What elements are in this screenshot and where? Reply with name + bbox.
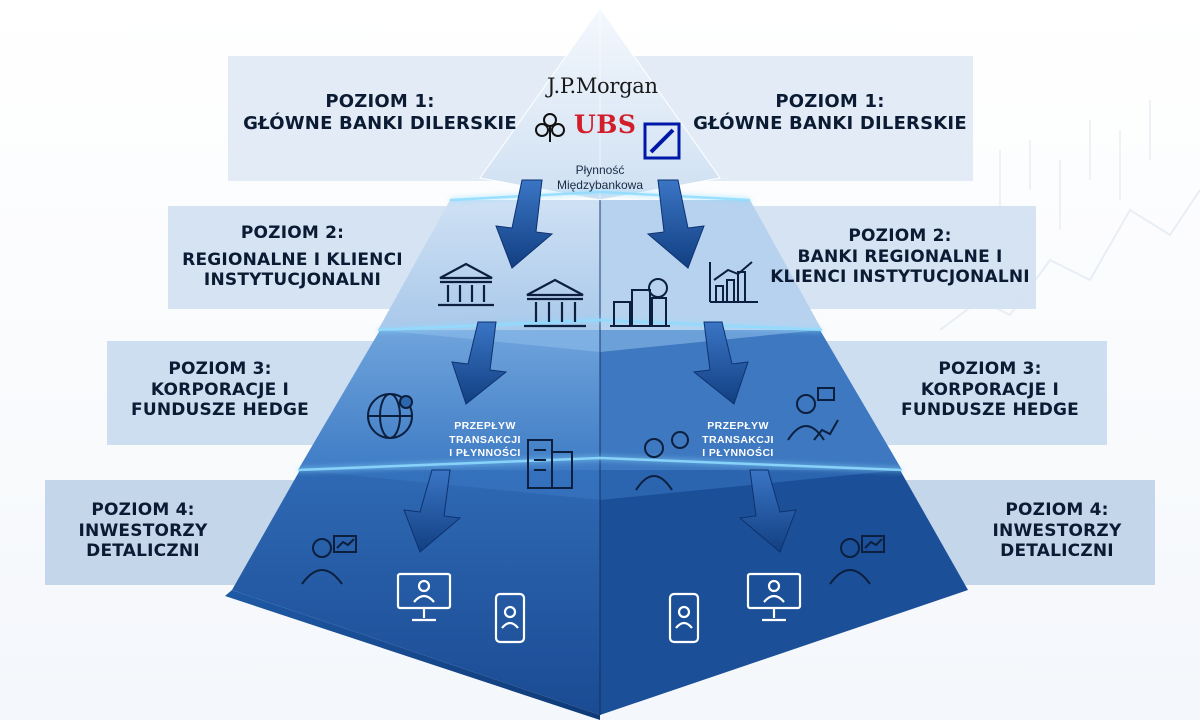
bank-icon	[524, 278, 586, 328]
office-building-icon	[527, 439, 573, 489]
base-front-left	[225, 590, 600, 720]
arrow-l1-right	[646, 179, 705, 269]
trader-chart-icon	[301, 535, 357, 585]
tier4-left	[232, 470, 600, 715]
tier3-left	[298, 330, 600, 470]
mobile-user-icon	[494, 592, 526, 644]
level1-left-label: POZIOM 1: GŁÓWNE BANKI DILERSKIE	[243, 91, 517, 134]
level4-left-label: POZIOM 4: INWESTORZY DETALICZNI	[78, 499, 208, 562]
arrow-l3-right	[738, 469, 797, 553]
flow-label-right: PRZEPŁYW TRANSAKCJI I PŁYNNOŚCI	[702, 420, 774, 460]
level1-right-label: POZIOM 1: GŁÓWNE BANKI DILERSKIE	[693, 91, 967, 134]
arrow-l2-right	[692, 321, 749, 405]
arrow-l1-left	[495, 179, 554, 269]
bank-icon	[438, 262, 494, 307]
deutsche-bank-logo	[643, 122, 681, 160]
city-dollar-icon	[610, 278, 670, 327]
level3-left-label: POZIOM 3: KORPORACJE I FUNDUSZE HEDGE	[131, 358, 309, 421]
desktop-user-icon	[746, 572, 802, 622]
level3-right-label: POZIOM 3: KORPORACJE I FUNDUSZE HEDGE	[901, 358, 1079, 421]
arrow-l2-left	[451, 321, 508, 405]
flow-arrows	[403, 179, 797, 553]
desktop-user-icon	[396, 572, 452, 622]
growth-chart-icon	[709, 261, 758, 303]
ubs-keys-icon	[535, 113, 565, 142]
globe-pin-icon	[367, 393, 413, 439]
flow-label-left: PRZEPŁYW TRANSAKCJI I PŁYNNOŚCI	[449, 420, 521, 460]
level4-right-label: POZIOM 4: INWESTORZY DETALICZNI	[992, 499, 1122, 562]
investor-dollar-icon	[635, 431, 689, 491]
arrow-l3-left	[403, 469, 462, 553]
tier3-right	[600, 330, 902, 470]
analyst-chart-icon	[787, 387, 839, 441]
jpmorgan-logo: J.P.Morgan	[547, 74, 658, 98]
trader-chart-icon	[829, 535, 885, 585]
tier4-right	[600, 470, 968, 715]
interbank-liquidity-label: Płynność Międzybankowa	[556, 163, 644, 192]
level2-right-label: POZIOM 2: BANKI REGIONALNE I KLIENCI INS…	[770, 225, 1030, 288]
ubs-logo: UBS	[574, 110, 637, 139]
tier2-left	[378, 200, 600, 330]
mobile-user-icon	[668, 592, 700, 644]
level2-left-label: POZIOM 2: REGIONALNE I KLIENCI INSTYTUCJ…	[182, 222, 403, 291]
